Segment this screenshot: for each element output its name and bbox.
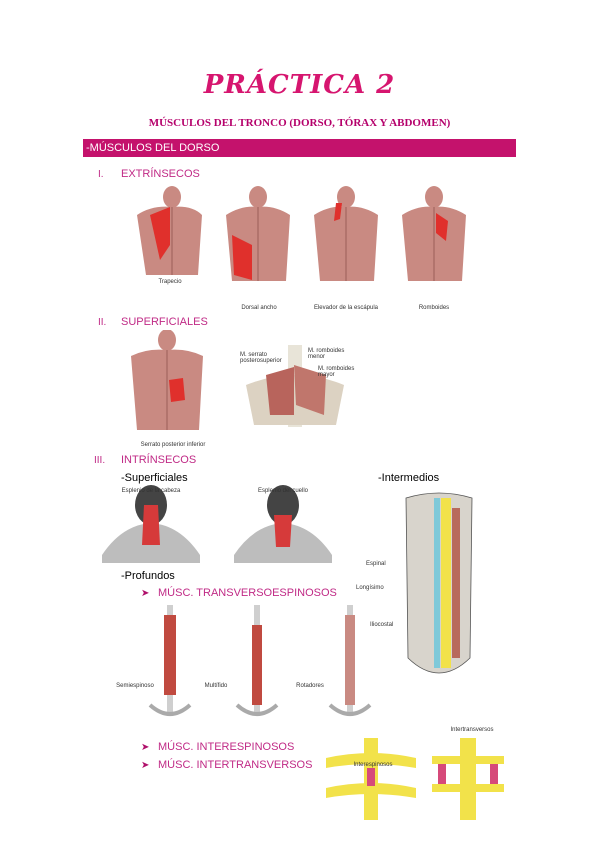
bullet-arrow-icon: ➤ <box>141 588 150 599</box>
subheading-superficiales: -Superficiales <box>121 472 188 484</box>
caption-esplenio-cuello: Esplenio del cuello <box>257 488 309 494</box>
dorsal-ancho-figure <box>226 186 290 281</box>
intertransversos-figure <box>432 738 504 820</box>
caption-dorsal-ancho: Dorsal ancho <box>241 305 277 311</box>
section-numeral-3: III. <box>94 455 106 466</box>
caption-elevador-escapula: Elevador de la escápula <box>313 305 379 311</box>
page-title: PRÁCTICA 2 <box>203 70 396 100</box>
bullet-arrow-icon: ➤ <box>141 760 150 771</box>
caption-rotadores: Rotadores <box>296 683 324 689</box>
label-intertransversos: Intertransversos <box>450 727 494 733</box>
section-numeral-2: II. <box>98 317 107 328</box>
section-header-text: -MÚSCULOS DEL DORSO <box>86 142 220 154</box>
caption-esplenio-cabeza: Esplenio de la cabeza <box>121 488 181 494</box>
label-espinal: Espinal <box>366 561 386 567</box>
label-romboides-mayor: M. romboides mayor <box>318 366 355 378</box>
semiespinoso-figure <box>148 605 192 716</box>
bullet-interespinosos: MÚSC. INTERESPINOSOS <box>158 741 295 753</box>
section-header-bar: -MÚSCULOS DEL DORSO <box>83 139 516 157</box>
section-label-intrinsecos: INTRÍNSECOS <box>121 454 197 466</box>
caption-semiespinoso: Semiespinoso <box>116 683 154 689</box>
interespinosos-figure <box>326 738 416 820</box>
caption-romboides: Romboides <box>418 305 450 311</box>
label-serrato-posterosuperior: M. serrato posterosuperior <box>240 352 282 364</box>
section-label-extrinsecos: EXTRÍNSECOS <box>121 168 200 180</box>
elevador-escapula-figure <box>314 186 378 281</box>
subheading-profundos: -Profundos <box>121 570 175 582</box>
label-longisimo: Longísimo <box>356 585 384 591</box>
caption-serrato-inferior: Serrato posterior inferior <box>140 442 206 448</box>
bullet-arrow-icon: ➤ <box>141 742 150 753</box>
label-iliocostal: Iliocostal <box>370 622 394 628</box>
serrato-posterior-figure <box>131 330 203 430</box>
romboides-serrato-figure <box>246 345 344 427</box>
bullet-transversoespinosos: MÚSC. TRANSVERSOESPINOSOS <box>158 587 337 599</box>
multifido-figure <box>235 605 279 716</box>
caption-multifido: Multífido <box>204 683 228 689</box>
erector-espinal-figure <box>405 492 473 674</box>
trapecio-figure <box>137 186 202 275</box>
subheading-intermedios: -Intermedios <box>378 472 440 484</box>
esplenio-cabeza-figure <box>102 485 200 563</box>
page-subtitle: MÚSCULOS DEL TRONCO (DORSO, TÓRAX Y ABDO… <box>148 117 451 129</box>
romboides-figure <box>402 186 466 281</box>
rotadores-figure <box>328 605 372 716</box>
caption-trapecio: Trapecio <box>158 279 182 285</box>
label-interespinosos: Interespinosos <box>353 762 393 768</box>
section-label-superficiales: SUPERFICIALES <box>121 316 208 328</box>
bullet-intertransversos: MÚSC. INTERTRANSVERSOS <box>158 759 313 771</box>
section-numeral-1: I. <box>98 169 104 180</box>
label-romboides-menor: M. romboides menor <box>308 348 345 360</box>
esplenio-cuello-figure <box>234 485 332 563</box>
